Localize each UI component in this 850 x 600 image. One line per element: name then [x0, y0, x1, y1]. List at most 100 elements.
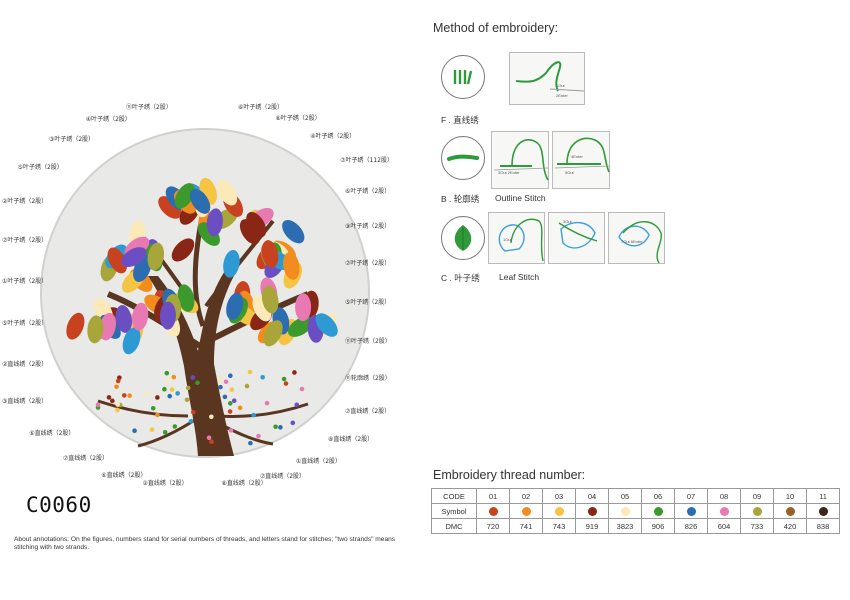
thread-code-cell: 08 — [707, 488, 741, 504]
stitch-annotation-label: ⑦叶子绣（112股） — [340, 157, 394, 165]
root-bud — [95, 402, 101, 408]
root-bud — [227, 401, 233, 406]
leaf — [158, 196, 182, 219]
root-bud — [190, 375, 196, 380]
thread-code-cell: 02 — [509, 488, 543, 504]
leaf — [295, 293, 312, 322]
stitch-annotation-label: ⑦直线绣（2股） — [259, 472, 306, 480]
thread-code-cell: 10 — [773, 488, 807, 504]
root-bud — [114, 384, 119, 390]
thread-color-swatch — [587, 506, 597, 516]
demo-text: 2Enter — [556, 93, 568, 98]
leaf-stitch-demo-3: 7Out 6Enter — [608, 212, 665, 264]
demo-text: 5Out — [565, 170, 574, 175]
root-bud — [251, 412, 256, 418]
dmc-row-label: DMC — [431, 518, 477, 534]
root-bud — [195, 380, 200, 386]
thread-dmc-cell: 733 — [740, 518, 774, 534]
thread-code-cell: 05 — [608, 488, 642, 504]
leaf — [107, 247, 127, 274]
root-bud — [247, 369, 253, 375]
root-bud — [115, 378, 121, 384]
root-buds — [95, 369, 305, 446]
root-bud — [299, 386, 305, 392]
stitch-annotation-label: ⑥叶子绣（2股） — [237, 103, 284, 111]
stitch-annotation-label: ②叶子绣（2股） — [2, 198, 48, 206]
stitch-annotation-label: ⑤叶子绣（2股） — [2, 320, 48, 328]
stitch-annotation-label: ⑧直线绣（2股） — [221, 480, 267, 488]
product-code: C0060 — [26, 493, 92, 517]
stitch-annotation-label: ⑤叶子绣（2股） — [345, 299, 391, 307]
stitch-annotation-label: ⑥直线绣（2股） — [101, 472, 147, 479]
thread-color-swatch — [620, 506, 630, 516]
root-bud — [227, 409, 233, 414]
stitch-annotation-label: ⑥叶子绣（2股） — [345, 187, 391, 195]
root-bud — [162, 386, 167, 392]
leaf — [131, 302, 149, 331]
stitch-annotation-label: ⑧直线绣（2股） — [328, 435, 374, 443]
stitch-annotation-label: ④叶子绣（2股） — [310, 132, 356, 140]
root-bud — [171, 374, 177, 380]
outline-stitch-demo-1: 3Out 2Enter — [491, 131, 549, 189]
tree-leaves — [66, 177, 338, 355]
thread-color-swatch — [785, 506, 795, 516]
root-bud — [167, 393, 173, 399]
thread-color-swatch — [554, 506, 564, 516]
root-bud — [281, 376, 287, 382]
root-bud — [231, 398, 237, 404]
leaf — [66, 312, 85, 340]
stitch-annotation-label: ⑪叶子绣（2股） — [126, 103, 172, 111]
leaf — [223, 249, 240, 278]
thread-symbol-cell — [542, 503, 576, 519]
root-bud — [166, 376, 171, 381]
stitch-annotation-label: ②直线绣（2股） — [142, 480, 188, 488]
leaf-stitch-demo-1: 1Out — [488, 212, 545, 264]
root-bud — [222, 394, 228, 400]
root-bud — [184, 397, 190, 403]
root-bud — [175, 391, 180, 396]
thread-code-cell: 07 — [674, 488, 708, 504]
thread-dmc-cell: 919 — [575, 518, 609, 534]
root-bud — [290, 420, 296, 426]
leaf-stitch-english-label: Leaf Stitch — [499, 272, 540, 282]
stitch-annotation-label: ⑪轮廓绣（2股） — [345, 374, 391, 382]
root-bud — [185, 385, 191, 391]
demo-text: 1Out — [556, 83, 565, 88]
thread-code-cell: 09 — [740, 488, 774, 504]
thread-symbol-cell — [641, 503, 675, 519]
thread-dmc-cell: 720 — [476, 518, 510, 534]
symbol-row-label: Symbol — [431, 503, 477, 519]
leaf — [177, 284, 195, 312]
leaf — [226, 292, 244, 320]
root-bud — [264, 400, 270, 406]
leaf — [115, 305, 133, 333]
thread-symbol-cell — [476, 503, 510, 519]
root-bud — [144, 391, 150, 396]
stitch-annotation-label: ⑦叶子绣（2股） — [2, 236, 48, 244]
leaf — [206, 208, 223, 237]
leaf — [315, 313, 338, 337]
thread-code-cell: 01 — [476, 488, 510, 504]
root-bud — [248, 440, 253, 446]
leaf — [121, 247, 147, 268]
leaf-stitch-icon — [441, 216, 485, 260]
root-bud — [172, 424, 178, 429]
root-bud — [278, 425, 283, 430]
outline-stitch-label: B . 轮廓绣 — [441, 194, 480, 204]
root-bud — [155, 412, 160, 418]
thread-symbol-cell — [575, 503, 609, 519]
demo-text: 3Out — [563, 219, 572, 224]
thread-color-swatch — [686, 506, 696, 516]
stitch-annotation-label: ⑨叶子绣（2股） — [345, 222, 391, 230]
stitch-annotation-label: ⑤叶子绣（2股） — [17, 164, 63, 172]
thread-dmc-cell: 741 — [509, 518, 543, 534]
stitch-annotation-label: ③叶子绣（2股） — [48, 136, 95, 144]
leaf-stitch-demo-2: 3Out — [548, 212, 605, 264]
leaf — [217, 180, 238, 206]
thread-color-swatch — [719, 506, 729, 516]
straight-stitch-icon — [441, 55, 485, 99]
leaf — [283, 252, 300, 280]
tree-embroidery-illustration — [40, 128, 370, 458]
root-bud — [244, 383, 250, 389]
